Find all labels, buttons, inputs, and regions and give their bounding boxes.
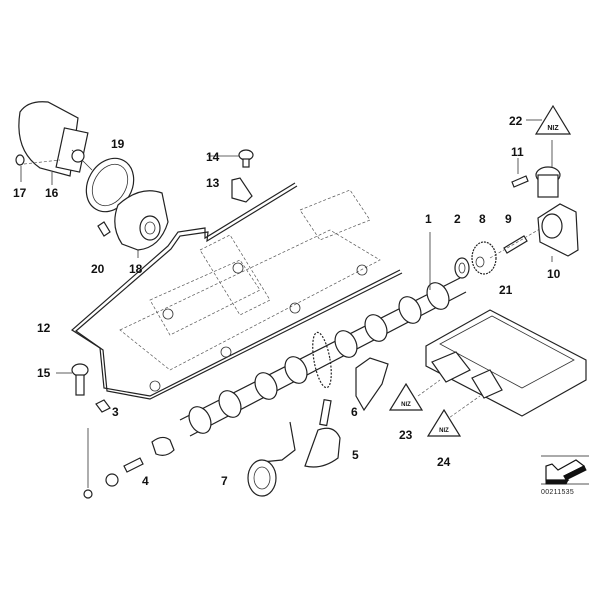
callout-21: 21: [499, 283, 513, 297]
callout-23: 23: [399, 428, 413, 442]
solenoid-valve-housing-part: [535, 140, 579, 262]
callout-2: 2: [454, 212, 461, 226]
callout-10: 10: [547, 267, 561, 281]
callout-1: 1: [425, 212, 432, 226]
callout-20: 20: [91, 262, 105, 276]
callout-22: 22: [509, 114, 523, 128]
callout-17: 17: [13, 186, 27, 200]
screw-17-part: [15, 154, 61, 182]
callout-6: 6: [351, 405, 358, 419]
callout-14: 14: [206, 150, 220, 164]
warning-label-22: NIZ: [526, 104, 572, 135]
screw-20-part: [97, 221, 111, 237]
callout-5: 5: [352, 448, 359, 462]
bolt-and-nut-part: [83, 428, 175, 499]
callout-9: 9: [505, 212, 512, 226]
banjo-bolt-part: [56, 363, 89, 396]
callout-16: 16: [45, 186, 59, 200]
bearing-ring-part: [454, 257, 470, 279]
callout-13: 13: [206, 176, 220, 190]
coil-sensor-part: [247, 421, 296, 497]
pipe-fitting-part: [95, 399, 111, 413]
warning-symbol-text: NIZ: [401, 402, 411, 408]
control-unit-part: [417, 309, 587, 421]
callout-18: 18: [129, 262, 143, 276]
callout-7: 7: [221, 474, 228, 488]
screw-11-part: [511, 158, 529, 188]
warning-symbol-text: NIZ: [439, 428, 449, 434]
camshaft-carrier-part: [119, 189, 381, 392]
callout-4: 4: [142, 474, 149, 488]
callout-8: 8: [479, 212, 486, 226]
callout-15: 15: [37, 366, 51, 380]
actuator-motor-part: [18, 101, 93, 177]
camshaft-part: [179, 232, 467, 437]
warning-label-24: NIZ: [426, 408, 462, 437]
clip-part: [231, 177, 253, 203]
callout-11: 11: [511, 145, 524, 159]
reference-number: 00211535: [541, 489, 575, 496]
gasket-ring-part: [85, 157, 135, 213]
warning-symbol-text: NIZ: [547, 125, 559, 132]
housing-cover-part: [114, 190, 169, 258]
oil-pipe-part: [71, 182, 403, 400]
callout-3: 3: [112, 405, 119, 419]
callout-12: 12: [37, 321, 51, 335]
orientation-arrow-icon: [541, 455, 589, 485]
callout-24: 24: [437, 455, 451, 469]
warning-label-23: NIZ: [388, 382, 424, 411]
camshaft-sensor-part: [355, 357, 389, 412]
bolt-9-part: [489, 225, 546, 259]
gear-wheel-part: [471, 241, 497, 275]
sensor-bracket-part: [304, 398, 341, 468]
cap-bolt-part: [208, 149, 254, 168]
callout-19: 19: [111, 137, 125, 151]
